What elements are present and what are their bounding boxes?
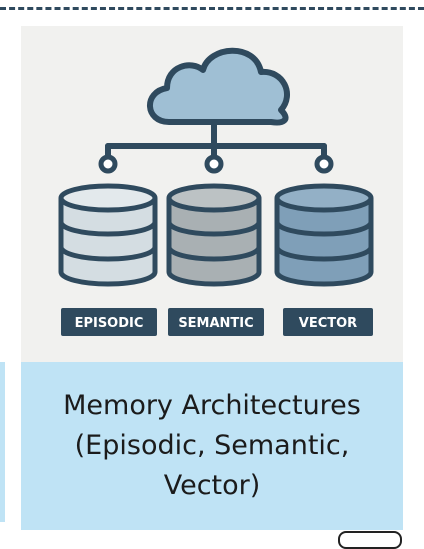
caption-line-2: (Episodic, Semantic, [74,430,350,461]
left-accent-strip [0,362,5,522]
caption-box: Memory Architectures (Episodic, Semantic… [21,362,403,530]
label-episodic-text: EPISODIC [75,316,144,331]
connector-lines [105,119,327,163]
label-episodic: EPISODIC [61,308,157,336]
partial-pill-shape [338,531,402,549]
label-semantic: SEMANTIC [168,308,264,336]
caption-line-3: Vector) [163,470,261,501]
vector-database-icon [274,183,374,287]
cloud-icon [147,47,290,126]
card-caption: Memory Architectures (Episodic, Semantic… [55,386,369,506]
memory-architectures-card: EPISODIC SEMANTIC VECTOR Memory Architec… [21,26,403,530]
semantic-database-icon [166,183,262,287]
label-vector: VECTOR [283,308,373,336]
connector-nodes [98,154,334,174]
dashed-divider [0,7,424,10]
caption-line-1: Memory Architectures [63,390,361,421]
label-vector-text: VECTOR [299,316,357,331]
label-semantic-text: SEMANTIC [178,316,253,331]
episodic-database-icon [58,183,158,287]
memory-architecture-illustration: EPISODIC SEMANTIC VECTOR [58,47,374,336]
